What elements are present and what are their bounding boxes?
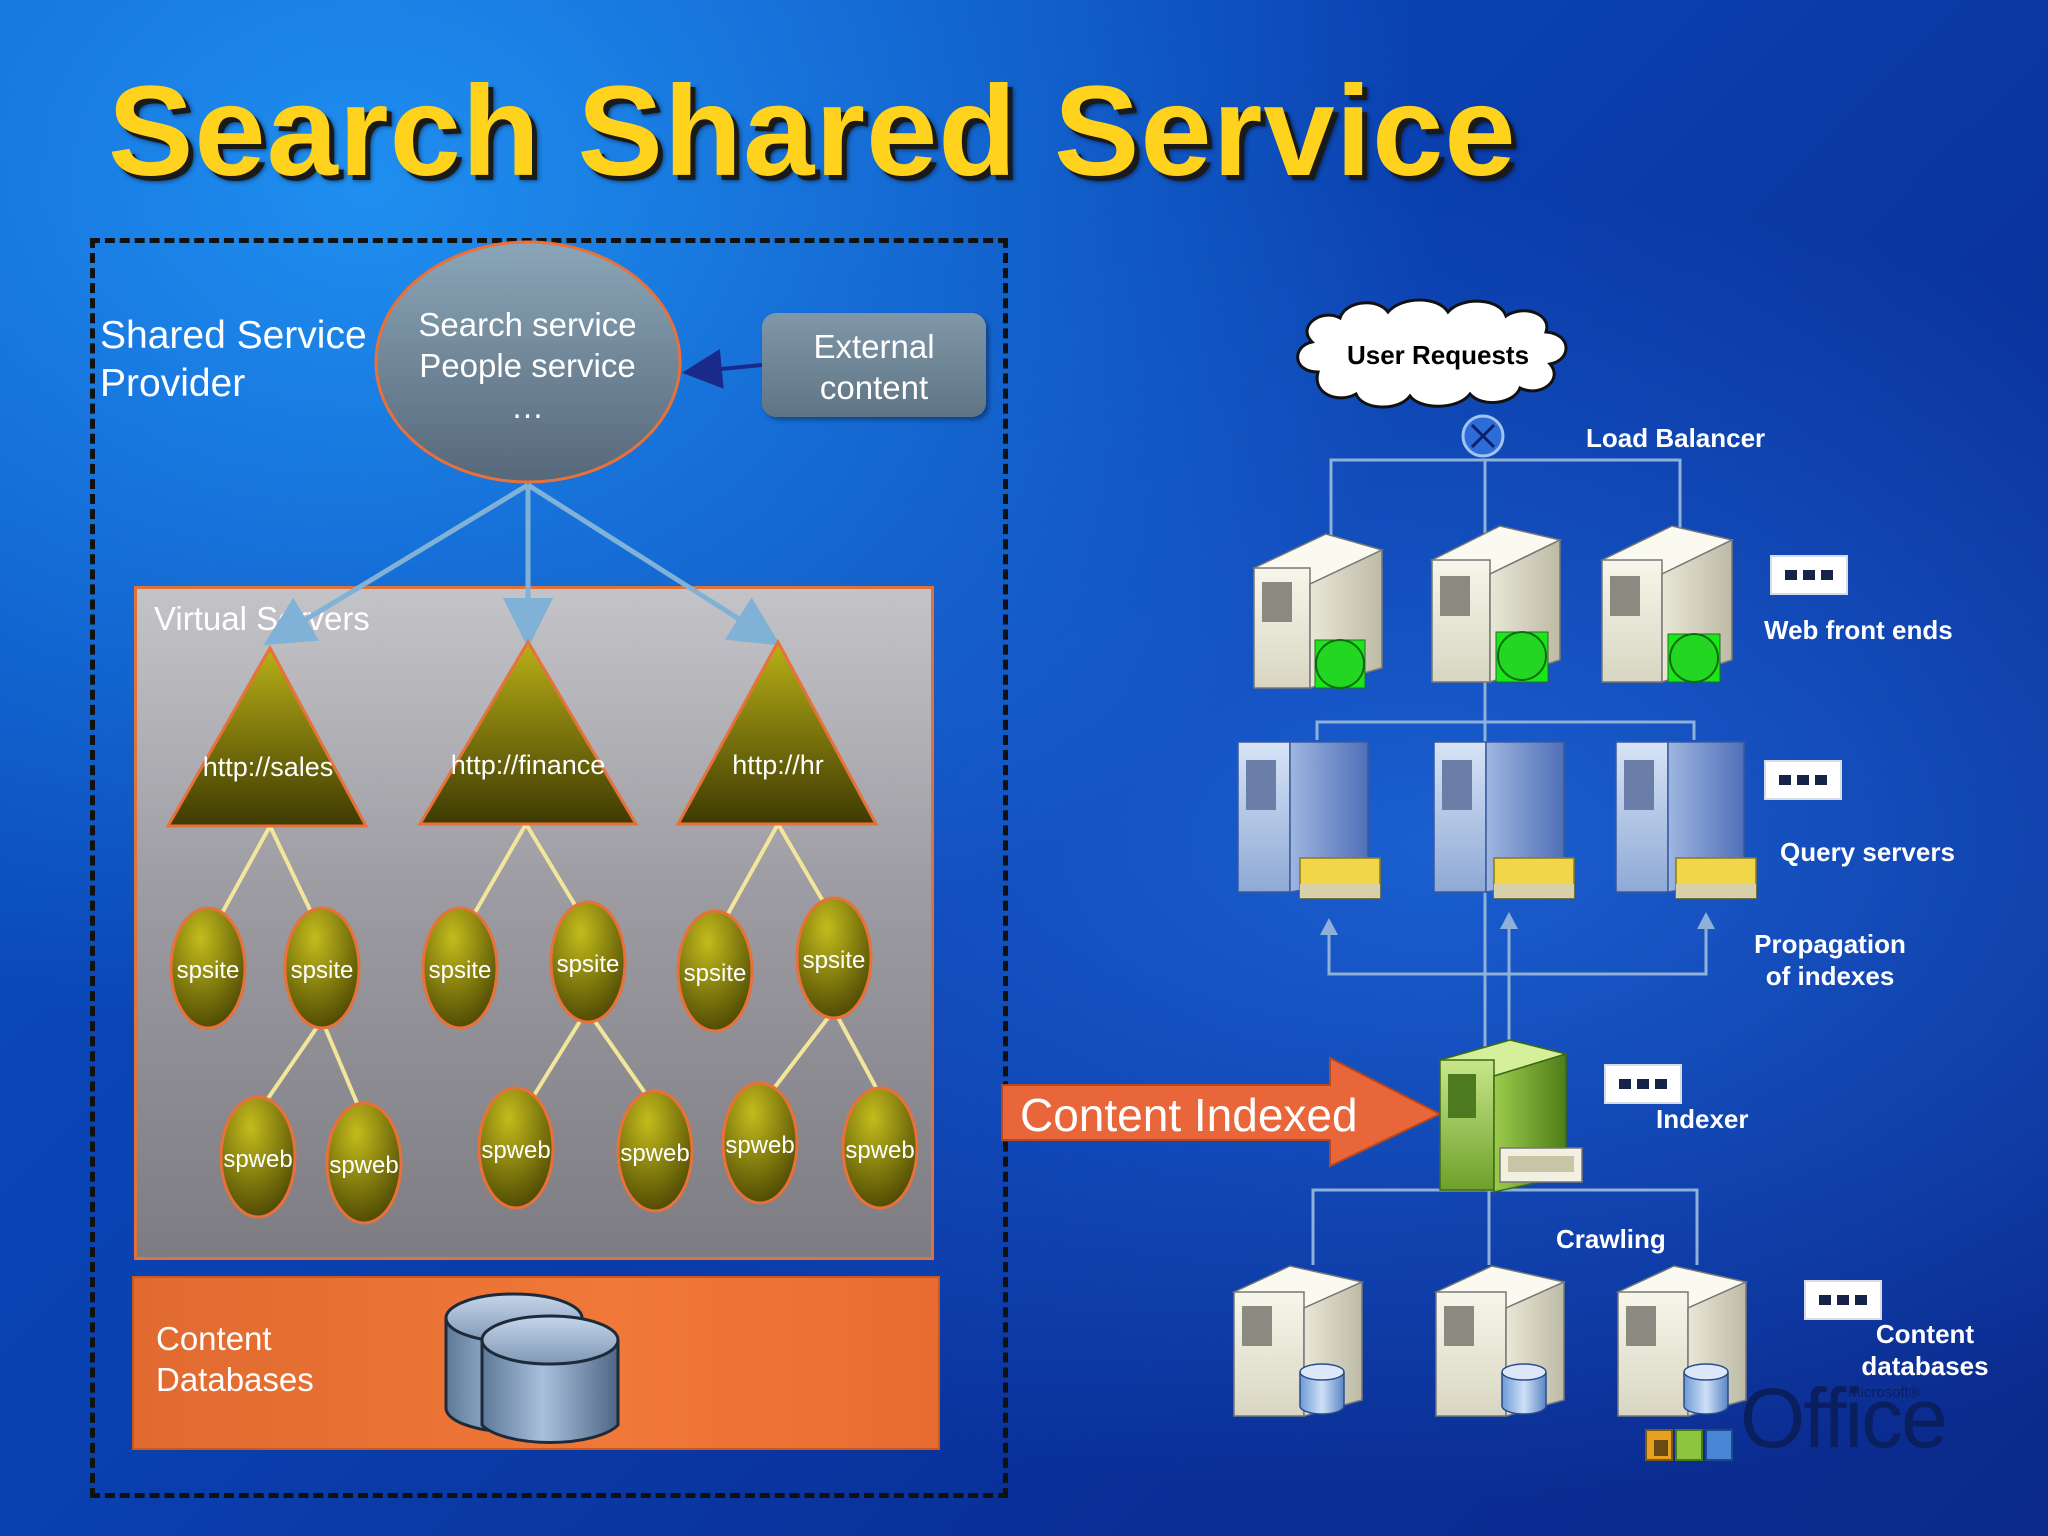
connector-to-sales: [263, 482, 530, 646]
site-url-sales: http://sales: [202, 752, 334, 782]
propagation-arrowhead: [1500, 912, 1518, 929]
external-content-line2: content: [819, 369, 929, 406]
external-content-text: External content: [762, 326, 986, 408]
content-databases-label: Content Databases: [156, 1318, 314, 1400]
web-server-icon: [1429, 525, 1563, 684]
spweb-label: spweb: [620, 1140, 690, 1167]
people-service-label: People service: [419, 347, 636, 384]
db-server-icon: [1615, 1265, 1749, 1417]
lb-to-web-lines: [1329, 458, 1682, 540]
spsite-node: [795, 896, 873, 1020]
propagation-label: Propagation of indexes: [1720, 928, 1940, 992]
office-wordmark: Office: [1740, 1371, 1948, 1465]
db-server-icon: [1433, 1265, 1567, 1417]
services-ellipse-text: Search service People service …: [390, 304, 665, 427]
content-databases-line2: Databases: [156, 1361, 314, 1398]
more-web-servers-icon: [1770, 555, 1848, 595]
tree-lines-finance: [460, 822, 659, 1112]
spsite-label: spsite: [290, 957, 354, 984]
spsite-node: [421, 906, 499, 1030]
query-servers: [1237, 741, 1757, 899]
content-database-servers: [1231, 1265, 1749, 1417]
indexer-label: Indexer: [1656, 1104, 1749, 1134]
spweb-node: [721, 1081, 799, 1205]
spsite-label: spsite: [802, 947, 866, 974]
web-server-icon: [1251, 533, 1385, 689]
user-requests-cloud: [1296, 298, 1568, 409]
query-server-icon: [1615, 741, 1757, 899]
propagation-arrowhead: [1320, 918, 1338, 935]
tree-lines-hr: [713, 822, 882, 1102]
virtual-servers-label: Virtual Servers: [154, 600, 370, 637]
slide-title: Search Shared Service: [108, 60, 1517, 203]
more-indexers-icon: [1604, 1064, 1682, 1104]
more-query-servers-icon: [1764, 760, 1842, 800]
spweb-node: [616, 1089, 694, 1213]
microsoft-wordmark: Microsoft®: [1848, 1384, 1920, 1401]
site-triangle-sales: [165, 644, 369, 828]
spsite-node: [676, 909, 754, 1033]
indexer-server-icon: [1437, 1039, 1583, 1193]
web-front-ends-label: Web front ends: [1764, 615, 1953, 645]
propagation-arrowhead: [1697, 912, 1715, 929]
load-balancer-label: Load Balancer: [1586, 423, 1766, 453]
load-balancer-icon: [1461, 414, 1505, 458]
propagation-line1: Propagation: [1754, 929, 1906, 959]
search-service-label: Search service: [418, 306, 637, 343]
content-databases-farm-line1: Content: [1875, 1319, 1975, 1349]
spweb-label: spweb: [845, 1137, 915, 1164]
site-url-hr: http://hr: [732, 750, 824, 780]
site-url-finance: http://finance: [450, 750, 606, 780]
content-databases-farm-line2: databases: [1861, 1351, 1989, 1381]
spsite-label: spsite: [176, 957, 240, 984]
spsite-label: spsite: [683, 960, 747, 987]
services-ellipsis: …: [511, 388, 544, 425]
spweb-node: [325, 1101, 403, 1225]
spweb-node: [477, 1086, 555, 1210]
content-indexed-label: Content Indexed: [1020, 1089, 1358, 1141]
services-ellipse: [374, 240, 682, 484]
propagation-line2: of indexes: [1765, 961, 1895, 991]
spweb-label: spweb: [223, 1146, 293, 1173]
ssp-label-line2: Provider: [100, 362, 246, 405]
query-server-icon: [1433, 741, 1575, 899]
spweb-node: [841, 1086, 919, 1210]
spsite-node: [283, 906, 361, 1030]
web-front-end-servers: [1251, 525, 1735, 689]
site-triangle-finance: [417, 639, 639, 826]
external-content-arrow: [682, 348, 763, 389]
content-databases-farm-label: Content databases: [1840, 1318, 2010, 1382]
ssp-label-line1: Shared Service: [100, 314, 367, 357]
crawling-label: Crawling: [1556, 1224, 1666, 1254]
propagation-lines: [1327, 925, 1708, 1056]
spweb-label: spweb: [725, 1132, 795, 1159]
content-databases-line1: Content: [156, 1320, 272, 1357]
spsite-node: [549, 900, 627, 1024]
database-cylinders: [444, 1292, 620, 1444]
tree-lines-sales: [208, 825, 364, 1116]
more-db-servers-icon: [1804, 1280, 1882, 1320]
external-content-line1: External: [813, 328, 935, 365]
site-triangle-hr: [675, 638, 879, 826]
content-indexed-arrow: [1001, 1056, 1443, 1168]
query-servers-label: Query servers: [1780, 837, 1955, 867]
spweb-node: [219, 1095, 297, 1219]
spsite-node: [169, 906, 247, 1030]
shared-service-provider-label: Shared Service Provider: [100, 312, 367, 408]
db-server-icon: [1231, 1265, 1365, 1417]
connector-to-hr: [526, 482, 781, 646]
spweb-label: spweb: [481, 1137, 551, 1164]
user-requests-label: User Requests: [1346, 340, 1530, 370]
office-logo-icon: [1645, 1429, 1733, 1461]
shared-service-provider-boundary: [90, 238, 1008, 1498]
spsite-label: spsite: [428, 957, 492, 984]
query-server-icon: [1237, 741, 1381, 899]
spsite-label: spsite: [556, 951, 620, 978]
external-content-box: [762, 313, 986, 417]
spweb-label: spweb: [329, 1152, 399, 1179]
web-server-icon: [1599, 525, 1735, 684]
